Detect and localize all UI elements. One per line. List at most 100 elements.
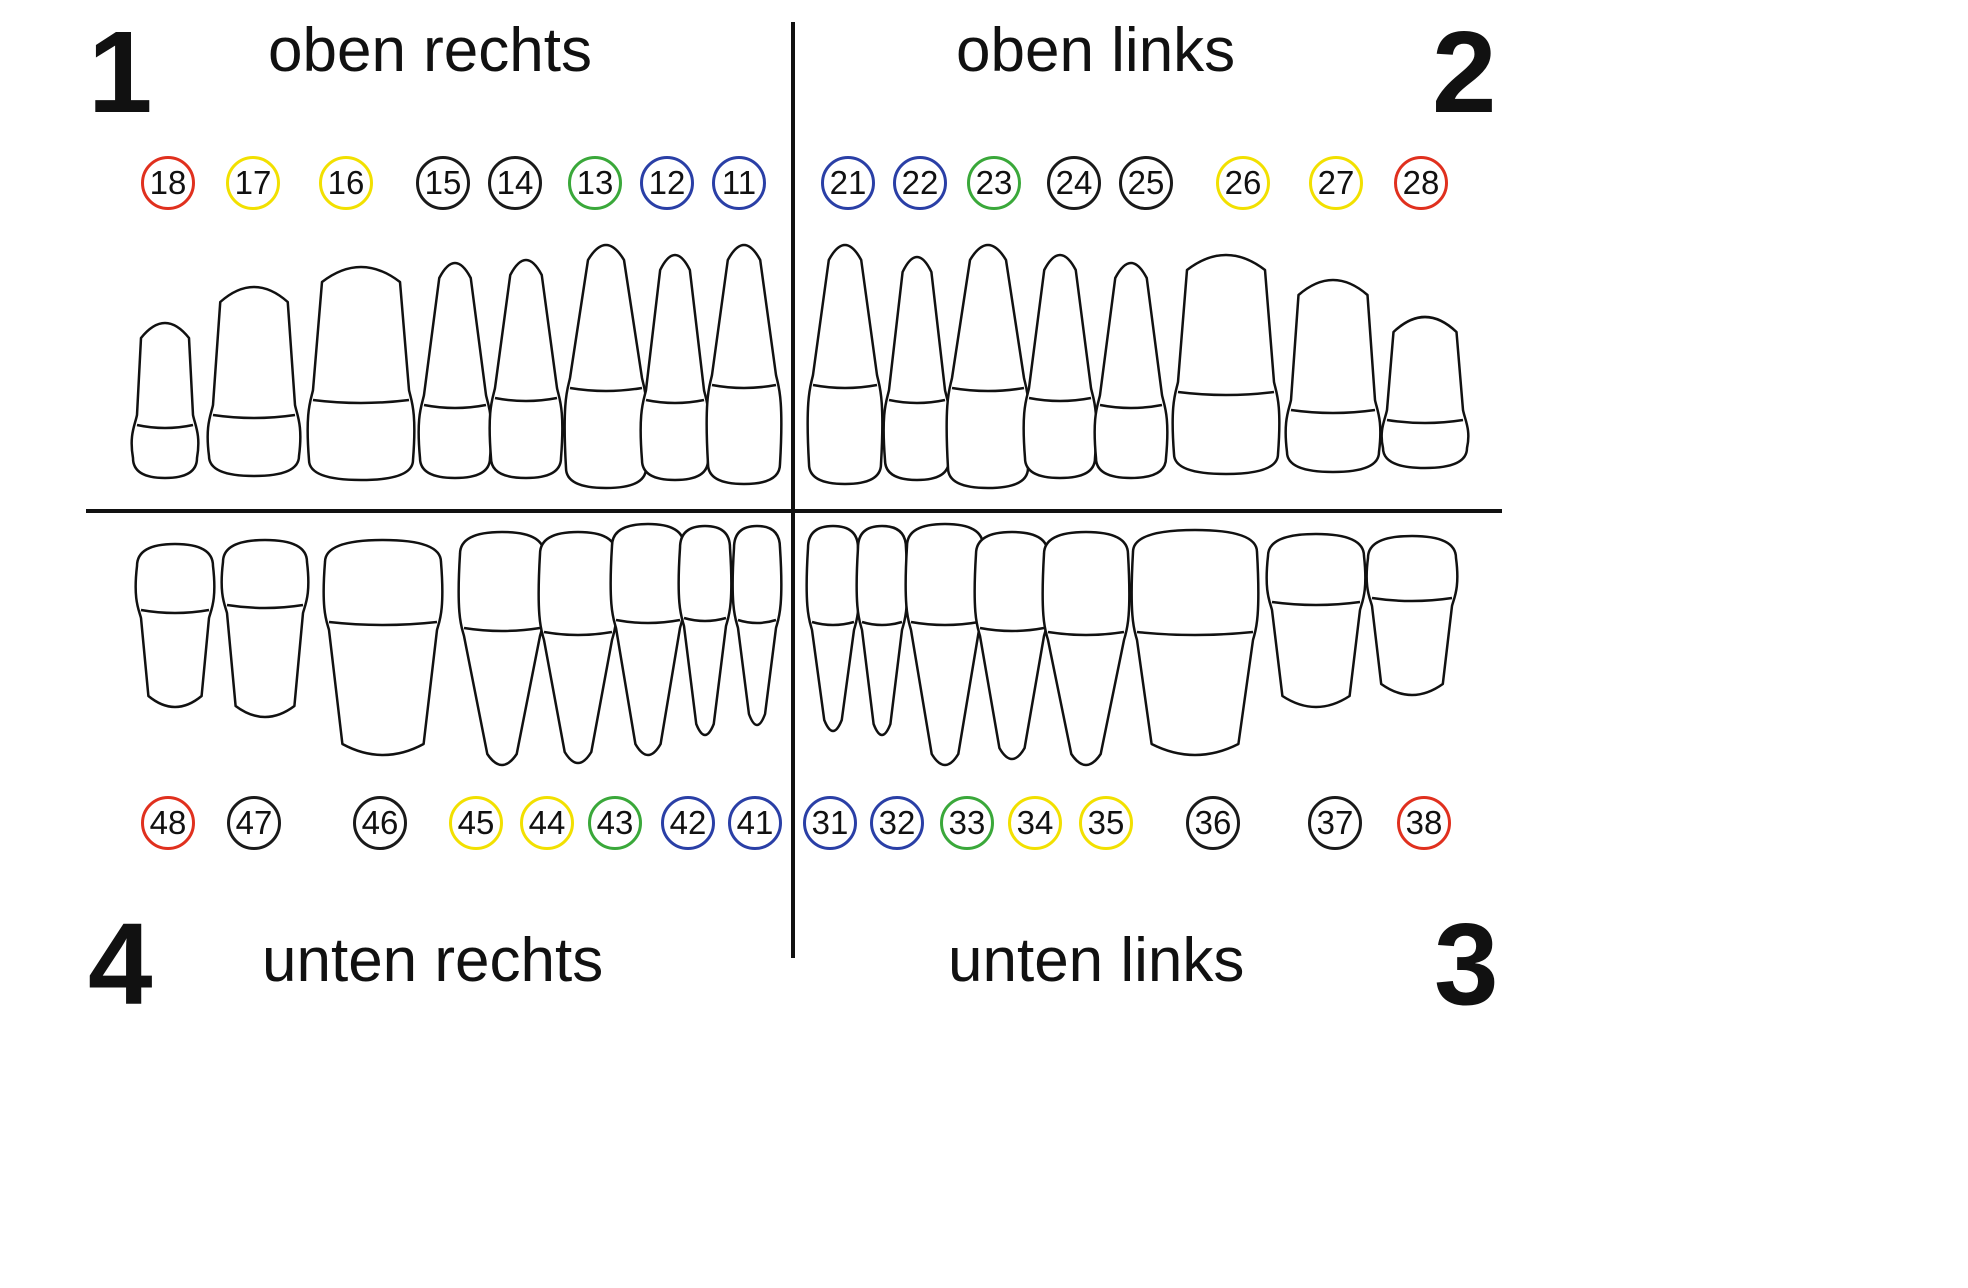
tooth-number-43[interactable]: 43	[588, 796, 642, 850]
tooth-number-16[interactable]: 16	[319, 156, 373, 210]
upper-tooth-crown-line-13	[569, 386, 643, 393]
tooth-number-35[interactable]: 35	[1079, 796, 1133, 850]
tooth-number-47[interactable]: 47	[227, 796, 281, 850]
tooth-number-38[interactable]: 38	[1397, 796, 1451, 850]
tooth-number-31[interactable]: 31	[803, 796, 857, 850]
tooth-number-23[interactable]: 23	[967, 156, 1021, 210]
teeth-illustration	[130, 243, 1470, 767]
upper-tooth-crown-line-15	[423, 403, 487, 410]
lower-tooth-outline-43	[609, 522, 687, 757]
lower-tooth-crown-line-35	[1047, 630, 1125, 637]
tooth-number-12[interactable]: 12	[640, 156, 694, 210]
lower-tooth-crown-line-44	[543, 630, 613, 637]
dental-chart: 1 oben rechts oben links 2 4 unten recht…	[86, 7, 1502, 1029]
upper-tooth-outline-16	[306, 265, 416, 482]
upper-tooth-crown-line-17	[212, 413, 296, 420]
upper-tooth-outline-26	[1171, 253, 1281, 476]
lower-tooth-outline-46	[322, 538, 444, 757]
upper-tooth-outline-27	[1284, 278, 1382, 474]
tooth-number-21[interactable]: 21	[821, 156, 875, 210]
lower-tooth-crown-line-32	[861, 620, 903, 627]
lower-tooth-outline-33	[904, 522, 986, 767]
horizontal-occlusal-line	[86, 509, 1502, 513]
upper-tooth-crown-line-16	[312, 398, 410, 405]
tooth-number-26[interactable]: 26	[1216, 156, 1270, 210]
upper-tooth-crown-line-23	[951, 386, 1025, 393]
upper-tooth-crown-line-22	[888, 398, 946, 405]
lower-tooth-crown-line-45	[463, 626, 541, 633]
lower-tooth-crown-line-31	[811, 620, 855, 627]
tooth-number-13[interactable]: 13	[568, 156, 622, 210]
lower-tooth-outline-34	[973, 530, 1051, 761]
lower-tooth-outline-31	[805, 524, 861, 733]
tooth-number-14[interactable]: 14	[488, 156, 542, 210]
upper-tooth-outline-24	[1022, 253, 1098, 480]
upper-tooth-outline-28	[1380, 315, 1470, 470]
tooth-number-18[interactable]: 18	[141, 156, 195, 210]
tooth-number-11[interactable]: 11	[712, 156, 766, 210]
lower-tooth-crown-line-48	[140, 608, 210, 615]
tooth-number-24[interactable]: 24	[1047, 156, 1101, 210]
upper-tooth-outline-21	[806, 243, 884, 486]
tooth-number-15[interactable]: 15	[416, 156, 470, 210]
tooth-number-42[interactable]: 42	[661, 796, 715, 850]
upper-tooth-crown-line-25	[1099, 403, 1163, 410]
lower-tooth-outline-42	[677, 524, 733, 737]
tooth-number-48[interactable]: 48	[141, 796, 195, 850]
upper-tooth-outline-15	[417, 261, 493, 480]
upper-tooth-outline-22	[882, 255, 952, 482]
tooth-number-25[interactable]: 25	[1119, 156, 1173, 210]
lower-tooth-outline-44	[537, 530, 619, 765]
tooth-number-22[interactable]: 22	[893, 156, 947, 210]
lower-tooth-crown-line-46	[328, 620, 438, 627]
upper-tooth-crown-line-18	[136, 423, 194, 430]
lower-tooth-crown-line-47	[226, 603, 304, 610]
tooth-number-34[interactable]: 34	[1008, 796, 1062, 850]
tooth-number-41[interactable]: 41	[728, 796, 782, 850]
upper-tooth-crown-line-12	[645, 398, 705, 405]
upper-tooth-crown-line-26	[1177, 390, 1275, 397]
upper-tooth-outline-23	[945, 243, 1031, 490]
quadrant-3-label: unten links	[948, 926, 1245, 995]
lower-tooth-outline-37	[1265, 532, 1367, 709]
quadrant-3-number: 3	[1434, 899, 1499, 1029]
lower-tooth-outline-36	[1130, 528, 1260, 757]
upper-tooth-outline-25	[1093, 261, 1169, 480]
upper-tooth-crown-line-21	[812, 383, 878, 390]
tooth-number-36[interactable]: 36	[1186, 796, 1240, 850]
upper-tooth-crown-line-28	[1386, 418, 1464, 425]
lower-tooth-crown-line-42	[683, 616, 727, 623]
tooth-number-45[interactable]: 45	[449, 796, 503, 850]
lower-tooth-crown-line-33	[910, 620, 980, 627]
quadrant-2-label: oben links	[956, 16, 1236, 85]
tooth-number-32[interactable]: 32	[870, 796, 924, 850]
lower-tooth-outline-32	[855, 524, 909, 737]
tooth-number-44[interactable]: 44	[520, 796, 574, 850]
quadrant-1-number: 1	[88, 7, 153, 137]
tooth-number-37[interactable]: 37	[1308, 796, 1362, 850]
tooth-number-46[interactable]: 46	[353, 796, 407, 850]
vertical-midline	[791, 22, 795, 958]
lower-tooth-crown-line-34	[979, 626, 1045, 633]
upper-tooth-outline-17	[206, 285, 302, 478]
quadrant-4-label: unten rechts	[262, 926, 604, 995]
upper-tooth-outline-13	[563, 243, 649, 490]
lower-tooth-outline-41	[731, 524, 783, 727]
lower-tooth-crown-line-37	[1271, 600, 1361, 607]
quadrant-2-number: 2	[1432, 7, 1497, 137]
upper-tooth-crown-line-24	[1028, 396, 1092, 403]
quadrant-4-number: 4	[88, 899, 153, 1029]
tooth-number-27[interactable]: 27	[1309, 156, 1363, 210]
lower-tooth-outline-47	[220, 538, 310, 719]
tooth-number-28[interactable]: 28	[1394, 156, 1448, 210]
lower-tooth-crown-line-38	[1371, 596, 1453, 603]
lower-tooth-crown-line-43	[615, 618, 681, 625]
upper-tooth-outline-12	[639, 253, 711, 482]
lower-tooth-outline-35	[1041, 530, 1131, 767]
lower-tooth-outline-48	[134, 542, 216, 709]
upper-tooth-outline-14	[488, 258, 564, 480]
tooth-number-33[interactable]: 33	[940, 796, 994, 850]
upper-tooth-outline-11	[705, 243, 783, 486]
tooth-number-17[interactable]: 17	[226, 156, 280, 210]
upper-tooth-crown-line-11	[711, 383, 777, 390]
